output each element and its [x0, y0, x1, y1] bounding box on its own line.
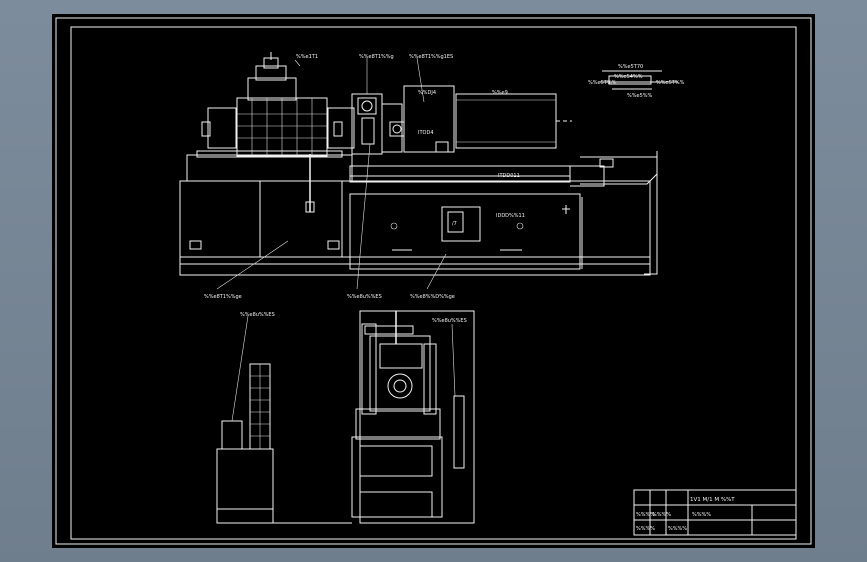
label-side-a: %%e8u%%ES — [240, 312, 275, 318]
svg-text:/7: /7 — [452, 221, 457, 227]
label-bottom-b: %%e8u%%ES — [347, 294, 382, 300]
front-view: /7 — [179, 52, 678, 290]
label-bottom-a: %%e8T1%%ge — [204, 294, 242, 300]
dim-3: %%e54%% — [614, 74, 643, 80]
title-block-row1c: %%%% — [692, 512, 711, 518]
title-block — [633, 489, 797, 536]
label-bottom-c: %%e8%%D%%ge — [410, 294, 455, 300]
title-block-title: 1V1 M/1 M %%T — [690, 497, 735, 503]
title-block-row1a: %%%% — [636, 512, 655, 518]
dim-4: %%e5%% — [627, 93, 653, 99]
dim-5: %%e5T%% — [656, 80, 685, 86]
label-motor: %%e9 — [492, 90, 508, 96]
inner-border — [70, 26, 797, 540]
dim-1: %%e5T70 — [618, 64, 643, 70]
label-top-c: %%e8T1%%g1ES — [409, 54, 453, 60]
label-top-a: %%e1T1 — [296, 54, 318, 60]
title-block-row1b: %%%% — [652, 512, 671, 518]
label-top-b: %%e8T1%%g — [359, 54, 394, 60]
title-block-row2b: %%%% — [668, 526, 687, 532]
label-side-b: %%e8u%%ES — [432, 318, 467, 324]
outer-border — [55, 17, 812, 545]
label-bed: ITDD011 — [498, 173, 520, 179]
cad-drawing: /7 — [55, 17, 812, 545]
drawing-sheet: /7 — [52, 14, 815, 548]
label-front-ref1: ITOD4 — [418, 130, 434, 136]
title-block-row2a: %%%% — [636, 526, 655, 532]
end-view — [216, 315, 352, 524]
label-front-ref2: %%DJ4 — [418, 90, 436, 96]
label-bed-ref: IDDD%%11 — [496, 213, 525, 219]
dim-2: %%e5T%% — [588, 80, 617, 86]
side-view — [351, 310, 475, 524]
